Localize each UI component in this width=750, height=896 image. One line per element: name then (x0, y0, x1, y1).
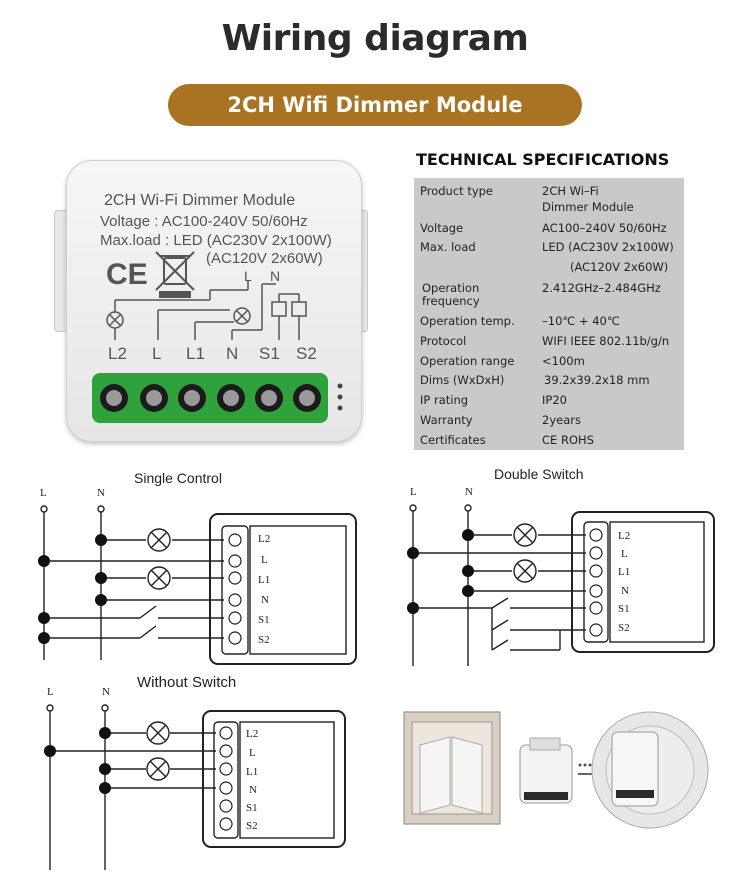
module-maxload-text-2: (AC120V 2x60W) (206, 250, 323, 267)
terminal-label: S1 (246, 802, 258, 814)
module-terminal-l: L (152, 344, 162, 363)
module-terminal-l2: L2 (108, 344, 127, 363)
terminal-label: L1 (246, 766, 259, 778)
single-control-title: Single Control (134, 470, 222, 486)
ce-mark: CE (106, 258, 148, 291)
terminal-label: N (249, 784, 257, 796)
module-maxload-text: Max.load : LED (AC230V 2x100W) (100, 232, 332, 249)
module-terminal-s2: S2 (296, 344, 317, 363)
spec-value: –10℃ + 40℃ (542, 314, 620, 328)
double-switch-title: Double Switch (494, 466, 584, 482)
terminal-label: S1 (618, 603, 630, 615)
spec-key: Protocol (420, 334, 467, 348)
spec-key: IP rating (420, 393, 469, 407)
spec-value: 39.2x39.2x18 mm (544, 373, 650, 387)
spec-key: Dims (WxDxH) (420, 373, 505, 387)
spec-key: Product type (420, 184, 494, 198)
without-switch-title: Without Switch (137, 674, 237, 691)
spec-value: <100m (542, 354, 585, 368)
spec-heading: TECHNICAL SPECIFICATIONS (416, 150, 670, 169)
module-terminal-s1: S1 (259, 344, 280, 363)
terminal-block (92, 373, 328, 423)
without-n-label: N (102, 686, 110, 698)
terminal-label: L1 (618, 566, 631, 578)
spec-value: CE ROHS (542, 433, 594, 447)
terminal-label: L (621, 548, 628, 560)
spec-value: Dimmer Module (542, 200, 634, 214)
spec-key: Certificates (420, 433, 486, 447)
spec-key: Operation (422, 281, 480, 295)
single-n-label: N (97, 487, 105, 499)
spec-value: 2.412GHz–2.484GHz (542, 281, 661, 295)
terminal-label: L1 (258, 574, 271, 586)
module-terminal-l1: L1 (186, 344, 205, 363)
double-l-label: L (410, 486, 417, 498)
spec-key: Max. load (420, 240, 476, 254)
spec-key: Operation range (420, 354, 515, 368)
single-l-label: L (40, 487, 47, 499)
terminal-label: L (261, 554, 268, 566)
spec-value: LED (AC230V 2x100W) (542, 240, 674, 254)
spec-value: 2years (542, 413, 581, 427)
spec-value: AC100–240V 50/60Hz (542, 221, 667, 235)
spec-key: frequency (422, 294, 480, 308)
spec-value: IP20 (542, 393, 567, 407)
module-name-text: 2CH Wi-Fi Dimmer Module (104, 192, 296, 209)
terminal-label: L2 (246, 728, 259, 740)
module-top-label-n: N (270, 268, 281, 284)
module-voltage-text: Voltage : AC100-240V 50/60Hz (100, 213, 308, 230)
module-top-label-l: L (244, 268, 252, 284)
spec-key: Warranty (420, 413, 473, 427)
without-l-label: L (47, 686, 54, 698)
double-n-label: N (465, 486, 473, 498)
terminal-label: S2 (246, 820, 258, 832)
terminal-label: S2 (258, 634, 270, 646)
terminal-label: N (621, 585, 629, 597)
installation-illustration (403, 711, 709, 829)
page-title: Wiring diagram (221, 18, 529, 59)
terminal-label: L (249, 747, 256, 759)
terminal-label: L2 (258, 533, 271, 545)
terminal-label: L2 (618, 530, 631, 542)
spec-key: Voltage (420, 221, 464, 235)
module-terminal-n: N (226, 344, 239, 363)
terminal-label: N (261, 594, 269, 606)
spec-value: 2CH Wi–Fi (542, 184, 599, 198)
terminal-label: S2 (618, 622, 630, 634)
spec-value: (AC120V 2x60W) (570, 260, 669, 274)
subtitle-pill: 2CH Wifi Dimmer Module (168, 84, 582, 126)
spec-key: Operation temp. (420, 314, 515, 328)
spec-value: WIFI IEEE 802.11b/g/n (542, 334, 670, 348)
spec-table: Product type 2CH Wi–Fi Dimmer Module Volt… (414, 178, 684, 450)
terminal-label: S1 (258, 614, 270, 626)
